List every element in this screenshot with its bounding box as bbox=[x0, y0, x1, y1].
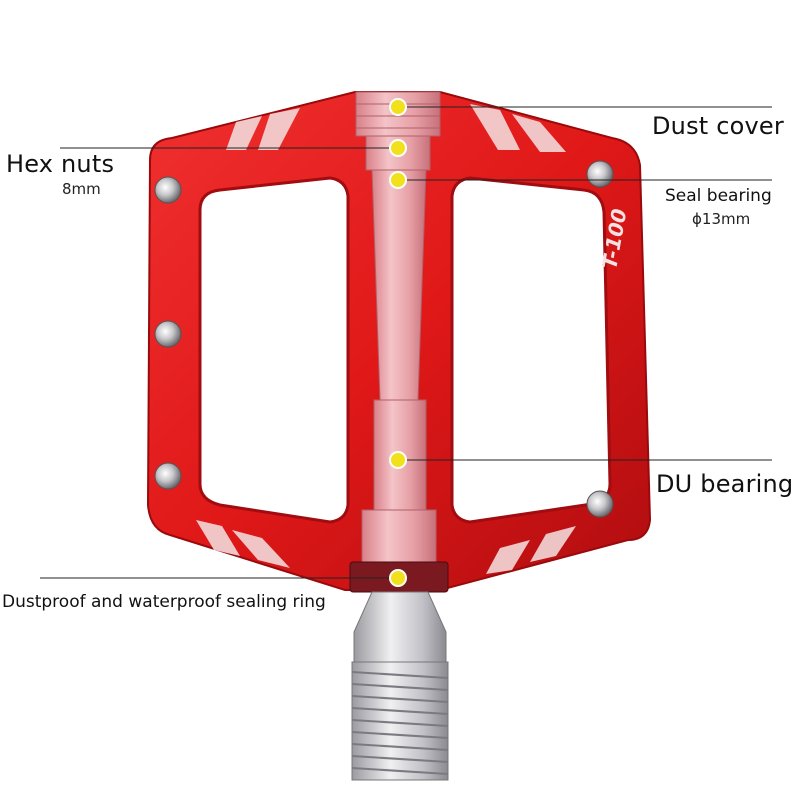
marker-du-bearing bbox=[389, 451, 407, 469]
label-seal-bearing-size: ϕ13mm bbox=[692, 210, 751, 228]
marker-dust-cover bbox=[389, 98, 407, 116]
label-hex-nuts: Hex nuts bbox=[6, 150, 115, 178]
marker-seal-bearing bbox=[389, 171, 407, 189]
label-du-bearing: DU bearing bbox=[656, 470, 794, 498]
marker-hex-nuts bbox=[389, 139, 407, 157]
label-dust-cover: Dust cover bbox=[652, 112, 784, 140]
label-hex-nuts-size: 8mm bbox=[62, 180, 101, 198]
bolt bbox=[154, 462, 182, 490]
spindle-thread bbox=[351, 591, 449, 781]
label-sealing-ring: Dustproof and waterproof sealing ring bbox=[2, 592, 326, 612]
bolt bbox=[586, 160, 614, 188]
label-seal-bearing: Seal bearing bbox=[665, 186, 772, 206]
bolt bbox=[586, 490, 614, 518]
bolt bbox=[154, 320, 182, 348]
marker-sealing-ring bbox=[389, 569, 407, 587]
callout-markers bbox=[389, 98, 407, 587]
leader-lines bbox=[40, 106, 772, 579]
bolt bbox=[154, 176, 182, 204]
